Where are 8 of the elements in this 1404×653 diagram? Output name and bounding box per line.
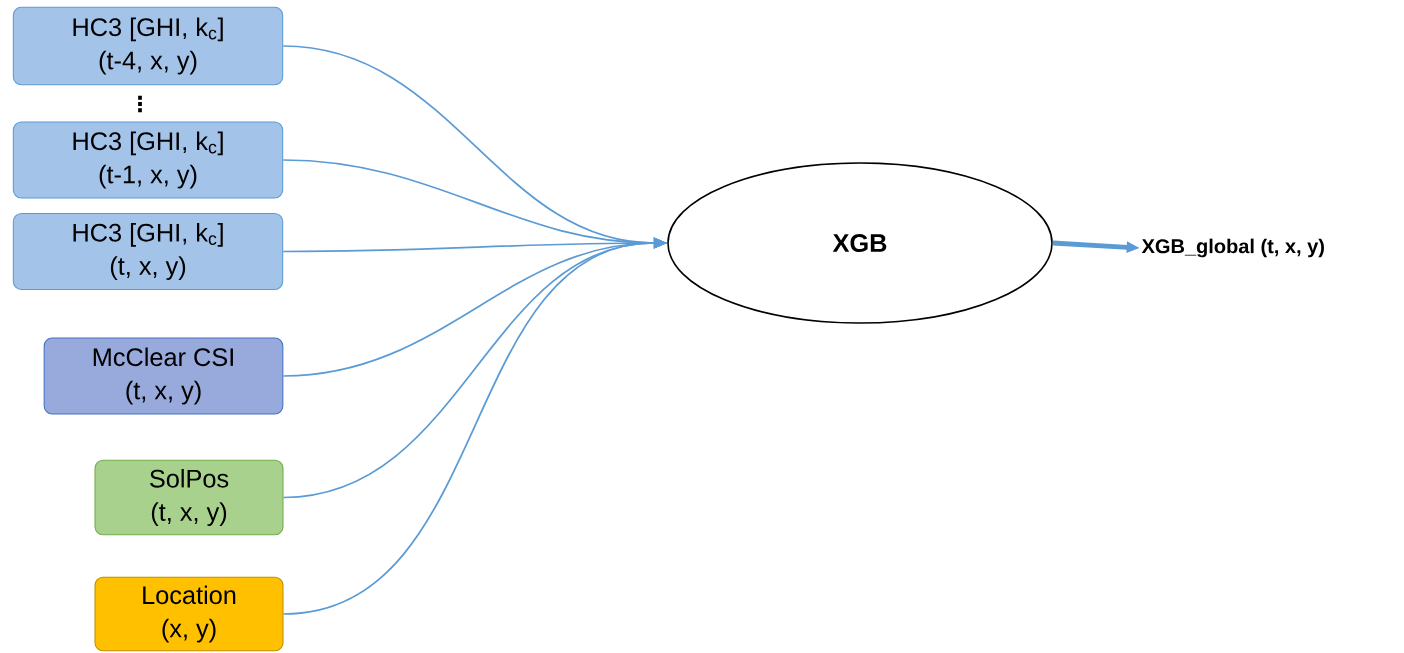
input-box: HC3 [GHI, k$_{c}$] (t-4, x, y)	[12, 6, 284, 86]
output-label: XGB_global (t, x, y)	[1141, 238, 1324, 258]
input-box: SolPos (t, x, y)	[94, 459, 284, 536]
ellipsis-dots: ⋮	[138, 95, 142, 113]
input-box: McClear CSI (t, x, y)	[43, 337, 284, 415]
input-box: Location (x, y)	[94, 576, 284, 652]
input-box: HC3 [GHI, k$_{c}$] (t-1, x, y)	[12, 121, 284, 199]
input-box: HC3 [GHI, k$_{c}$] (t, x, y)	[12, 212, 284, 291]
